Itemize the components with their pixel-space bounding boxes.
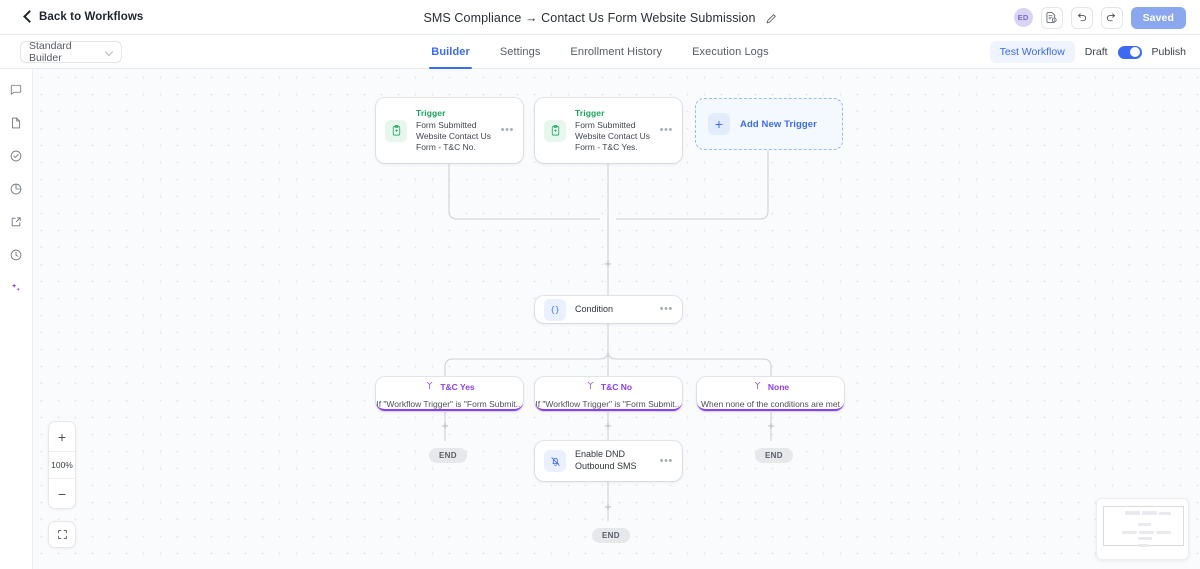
end-pill-left: END: [429, 448, 467, 463]
condition-node[interactable]: Condition •••: [535, 296, 682, 323]
clock-icon[interactable]: [3, 242, 29, 268]
minimap[interactable]: [1096, 498, 1189, 560]
branch-condition-text: If "Workflow Trigger" is "Form Submit...: [535, 398, 682, 409]
external-link-icon[interactable]: [3, 209, 29, 235]
tab-builder[interactable]: Builder: [429, 35, 472, 69]
tab-settings-label: Settings: [499, 46, 541, 58]
minimap-node: [1156, 531, 1171, 534]
branch-name: T&C No: [600, 381, 633, 392]
add-new-trigger-label: Add New Trigger: [740, 118, 817, 130]
branch-card-none[interactable]: None When none of the conditions are met: [697, 377, 844, 411]
top-bar: Back to Workflows SMS Compliance → Conta…: [0, 0, 1200, 35]
pie-chart-icon[interactable]: [3, 176, 29, 202]
zoom-controls: + 100% −: [48, 421, 76, 509]
add-step-plus-center[interactable]: +: [604, 418, 612, 433]
node-menu-button[interactable]: •••: [500, 124, 514, 136]
sub-bar: Standard Builder Builder Settings Enroll…: [0, 35, 1200, 69]
node-menu-button[interactable]: •••: [659, 303, 673, 315]
tab-execution-logs-label: Execution Logs: [692, 46, 769, 58]
tab-builder-label: Builder: [431, 46, 470, 58]
zoom-level-value: 100%: [49, 451, 75, 479]
redo-icon[interactable]: [1100, 6, 1123, 29]
draft-label: Draft: [1084, 46, 1108, 58]
branch-card-tc-yes[interactable]: T&C Yes If "Workflow Trigger" is "Form S…: [376, 377, 523, 411]
condition-title: Condition: [575, 303, 614, 314]
add-step-plus-bottom[interactable]: +: [604, 499, 612, 514]
clipboard-icon: [385, 119, 407, 142]
minimap-node: [1138, 523, 1151, 526]
trigger-node-1[interactable]: Trigger Form Submitted Website Contact U…: [376, 98, 523, 163]
trigger-kicker: Trigger: [575, 107, 605, 118]
trigger-description: Form Submitted Website Contact Us Form -…: [416, 119, 491, 153]
end-pill-right: END: [755, 448, 793, 463]
zoom-in-button[interactable]: +: [57, 428, 67, 445]
end-pill-center: END: [592, 528, 630, 543]
plus-icon: +: [708, 113, 730, 135]
top-bar-actions: ED Saved: [1013, 0, 1186, 35]
publish-label: Publish: [1151, 46, 1186, 58]
tab-execution-logs[interactable]: Execution Logs: [692, 35, 769, 69]
minimap-node: [1125, 511, 1140, 515]
document-history-icon[interactable]: [1040, 6, 1063, 29]
page-title: SMS Compliance → Contact Us Form Website…: [423, 10, 756, 25]
sub-bar-actions: Test Workflow Draft Publish: [989, 35, 1186, 69]
fit-screen-icon[interactable]: [48, 521, 76, 548]
undo-icon[interactable]: [1070, 6, 1093, 29]
builder-mode-select[interactable]: Standard Builder: [20, 40, 122, 64]
save-button[interactable]: Saved: [1130, 6, 1186, 29]
file-icon[interactable]: [3, 110, 29, 136]
branch-condition-text: When none of the conditions are met: [701, 398, 840, 409]
minimap-node: [1139, 531, 1154, 534]
trigger-kicker: Trigger: [416, 107, 446, 118]
minimap-node: [1138, 537, 1152, 540]
workflow-canvas[interactable]: Trigger Form Submitted Website Contact U…: [33, 69, 1200, 569]
nav-tabs: Builder Settings Enrollment History Exec…: [0, 35, 1200, 69]
node-menu-button[interactable]: •••: [659, 454, 673, 467]
add-new-trigger-button[interactable]: + Add New Trigger: [695, 98, 843, 150]
sparkle-ai-icon[interactable]: [3, 275, 29, 301]
tab-enrollment-history-label: Enrollment History: [570, 46, 663, 58]
chevron-left-icon: [22, 12, 32, 22]
left-rail: [0, 69, 33, 569]
tab-enrollment-history[interactable]: Enrollment History: [570, 35, 662, 69]
minimap-node: [1138, 544, 1149, 547]
branch-name: None: [767, 381, 790, 392]
canvas-stage: Trigger Form Submitted Website Contact U…: [33, 69, 1200, 569]
branch-icon: [424, 378, 435, 396]
minimap-node: [1142, 511, 1157, 515]
clipboard-icon: [544, 119, 566, 142]
action-node-enable-dnd[interactable]: Enable DND Outbound SMS •••: [535, 441, 682, 481]
publish-toggle[interactable]: [1117, 45, 1142, 59]
add-step-plus-right[interactable]: +: [767, 418, 775, 433]
branch-card-tc-no[interactable]: T&C No If "Workflow Trigger" is "Form Su…: [535, 377, 682, 411]
branch-icon: [585, 378, 596, 396]
builder-mode-value: Standard Builder: [29, 40, 72, 64]
action-title: Enable DND Outbound SMS: [575, 449, 637, 471]
node-menu-button[interactable]: •••: [659, 124, 673, 136]
tab-settings[interactable]: Settings: [500, 35, 541, 69]
branch-name: T&C Yes: [440, 381, 475, 392]
check-circle-icon[interactable]: [3, 143, 29, 169]
bell-off-icon: [544, 450, 566, 472]
add-step-plus-trunk[interactable]: +: [604, 256, 612, 271]
add-step-plus-left[interactable]: +: [441, 418, 449, 433]
back-to-workflows-button[interactable]: Back to Workflows: [22, 11, 143, 23]
trigger-description: Form Submitted Website Contact Us Form -…: [575, 119, 650, 153]
minimap-node: [1122, 531, 1137, 534]
minimap-node: [1159, 512, 1171, 515]
branch-condition-text: If "Workflow Trigger" is "Form Submit...: [376, 398, 523, 409]
zoom-out-button[interactable]: −: [57, 485, 67, 502]
trigger-node-2[interactable]: Trigger Form Submitted Website Contact U…: [535, 98, 682, 163]
avatar[interactable]: ED: [1013, 8, 1033, 27]
chat-bubble-icon[interactable]: [3, 77, 29, 103]
test-workflow-button[interactable]: Test Workflow: [989, 41, 1075, 63]
branch-icon: [752, 378, 763, 396]
back-to-workflows-label: Back to Workflows: [39, 11, 144, 23]
braces-icon: [544, 298, 566, 321]
pencil-icon[interactable]: [765, 12, 777, 24]
